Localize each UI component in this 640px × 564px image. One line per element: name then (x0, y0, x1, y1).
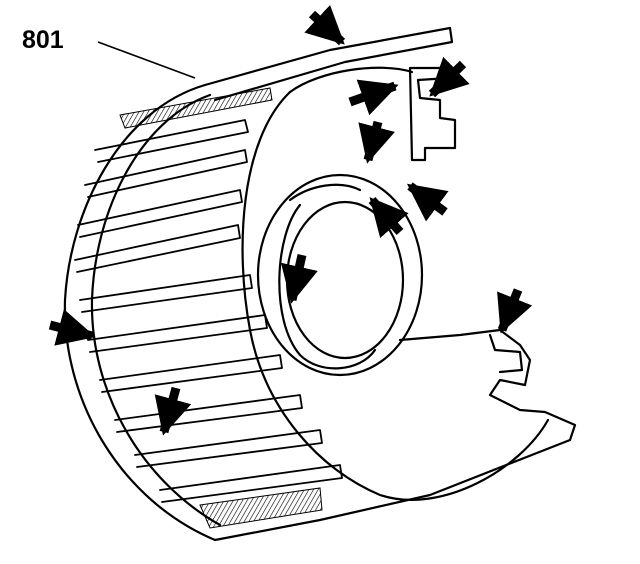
drum-splines (74, 119, 343, 503)
callout-leader-line (97, 41, 196, 79)
lower-tab (488, 333, 524, 374)
arrow-hub-right (368, 197, 409, 239)
arrow-left-edge (48, 309, 96, 346)
arrow-bottom-left (154, 386, 192, 436)
arrow-hub-left (280, 254, 318, 304)
drum-outer-left-edge (63, 83, 217, 542)
arrow-center-down (358, 120, 395, 164)
front-face-outline (241, 90, 550, 501)
arrow-right-lower (406, 182, 449, 222)
arrow-upper-right (428, 56, 470, 98)
bottom-hatched-band (199, 487, 323, 529)
arrow-top (304, 4, 346, 46)
arrow-lower-right (497, 288, 533, 334)
drum-inner-left-edge (90, 93, 222, 527)
hub-opening-outer (256, 173, 424, 377)
front-face-upper (288, 66, 414, 94)
top-hatched-band (119, 87, 273, 129)
arrow-tab-left (348, 79, 399, 116)
hub-opening-inner (285, 200, 405, 360)
hub-inner-ring (278, 203, 377, 370)
drum-bottom-edge (213, 410, 577, 542)
lower-cutaway (398, 328, 547, 414)
callout-label-801: 801 (22, 26, 64, 54)
hub-lip (288, 183, 362, 202)
drum-top-edge (203, 26, 454, 102)
indicator-arrows (48, 4, 533, 436)
